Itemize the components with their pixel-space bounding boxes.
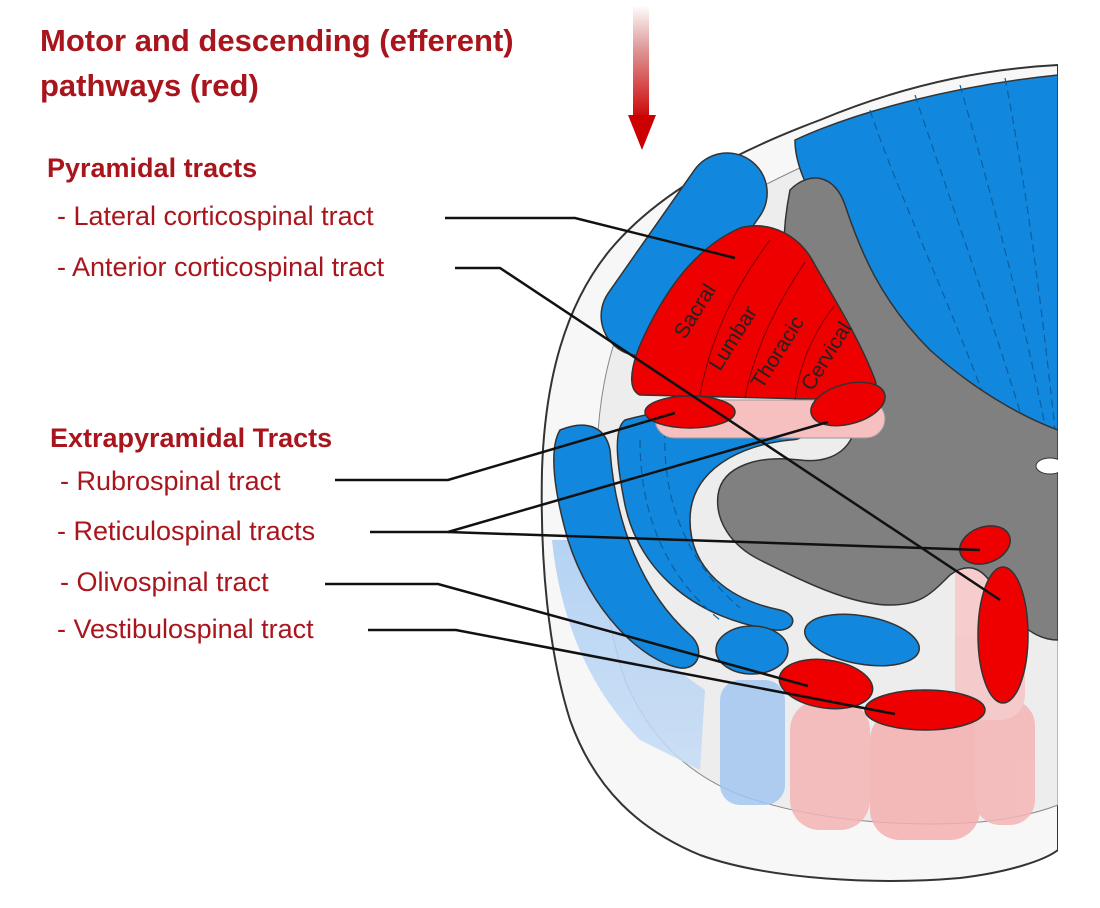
label-reticulospinal: - Reticulospinal tracts (57, 516, 316, 546)
faded-lower-tracts (552, 520, 1035, 840)
dorsal-column-divisions (869, 77, 1056, 446)
spinothalamic-tract-lateral (553, 424, 700, 669)
diagram-title: Motor and descending (efferent) pathways… (40, 18, 514, 108)
label-lateral-corticospinal: - Lateral corticospinal tract (57, 201, 374, 231)
rubrospinal-tract (644, 395, 736, 429)
tract-ellipse-a (715, 625, 789, 675)
label-olivospinal: - Olivospinal tract (60, 567, 269, 597)
title-line-1: Motor and descending (efferent) (40, 23, 514, 58)
leader-vestibulospinal (368, 628, 896, 716)
ventral-tract-divisions (639, 429, 741, 621)
leader-rubrospinal (335, 411, 676, 482)
leader-anterior-corticospinal (455, 266, 1001, 602)
label-anterior-corticospinal: - Anterior corticospinal tract (57, 252, 385, 282)
segment-divisions (699, 239, 836, 401)
reticulospinal-tract-medial (959, 525, 1011, 565)
vestibulospinal-tract (864, 689, 986, 731)
leader-reticulospinal-2 (447, 530, 981, 552)
label-vestibulospinal: - Vestibulospinal tract (57, 614, 314, 644)
anterior-corticospinal-tract (977, 566, 1029, 704)
leader-lateral-corticospinal (445, 216, 736, 260)
tract-ellipse-b (803, 613, 921, 667)
extrapyramidal-heading: Extrapyramidal Tracts (50, 423, 333, 453)
leader-lines (325, 216, 1001, 716)
pyramidal-heading: Pyramidal tracts (47, 153, 258, 183)
title-line-2: pathways (red) (40, 68, 259, 103)
label-rubrospinal: - Rubrospinal tract (60, 466, 281, 496)
descending-arrow-icon (628, 5, 656, 150)
reticulospinal-tract-lateral (810, 381, 886, 427)
leader-olivospinal (325, 582, 809, 688)
